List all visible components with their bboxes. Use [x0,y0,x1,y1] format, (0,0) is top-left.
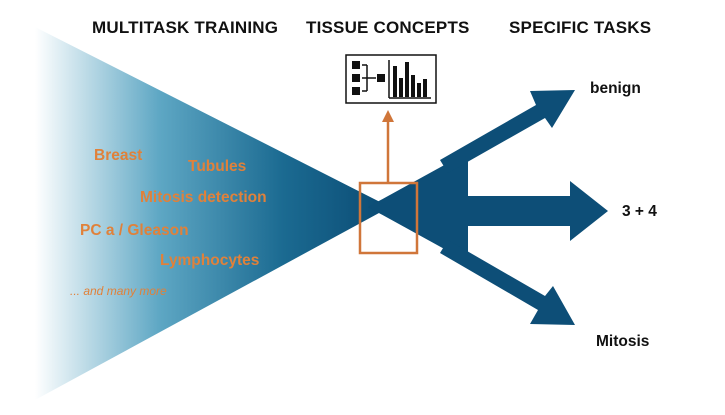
training-task-breast: Breast [94,147,143,164]
concept-arrow-head [382,110,394,122]
arrow-benign [440,90,575,173]
training-task-tubules: Tubules [188,158,247,175]
task-label-mitosis: Mitosis [596,333,650,350]
training-task-more: ... and many more [70,284,167,298]
task-label-grade: 3 + 4 [622,203,657,220]
header-specific-tasks: SPECIFIC TASKS [509,18,652,37]
training-task-pca-gleason: PC a / Gleason [80,222,189,239]
specific-task-arrows [368,90,608,325]
training-task-mitosis-detection: Mitosis detection [140,189,267,206]
task-label-benign: benign [590,80,641,97]
multitask-funnel [35,27,390,400]
header-tissue-concepts: TISSUE CONCEPTS [306,18,470,37]
training-task-lymphocytes: Lymphocytes [160,252,260,269]
arrow-mitosis [440,240,575,325]
tree-and-bar-chart-icon [345,54,437,104]
arrow-grade [460,181,608,241]
header-multitask-training: MULTITASK TRAINING [92,18,279,37]
